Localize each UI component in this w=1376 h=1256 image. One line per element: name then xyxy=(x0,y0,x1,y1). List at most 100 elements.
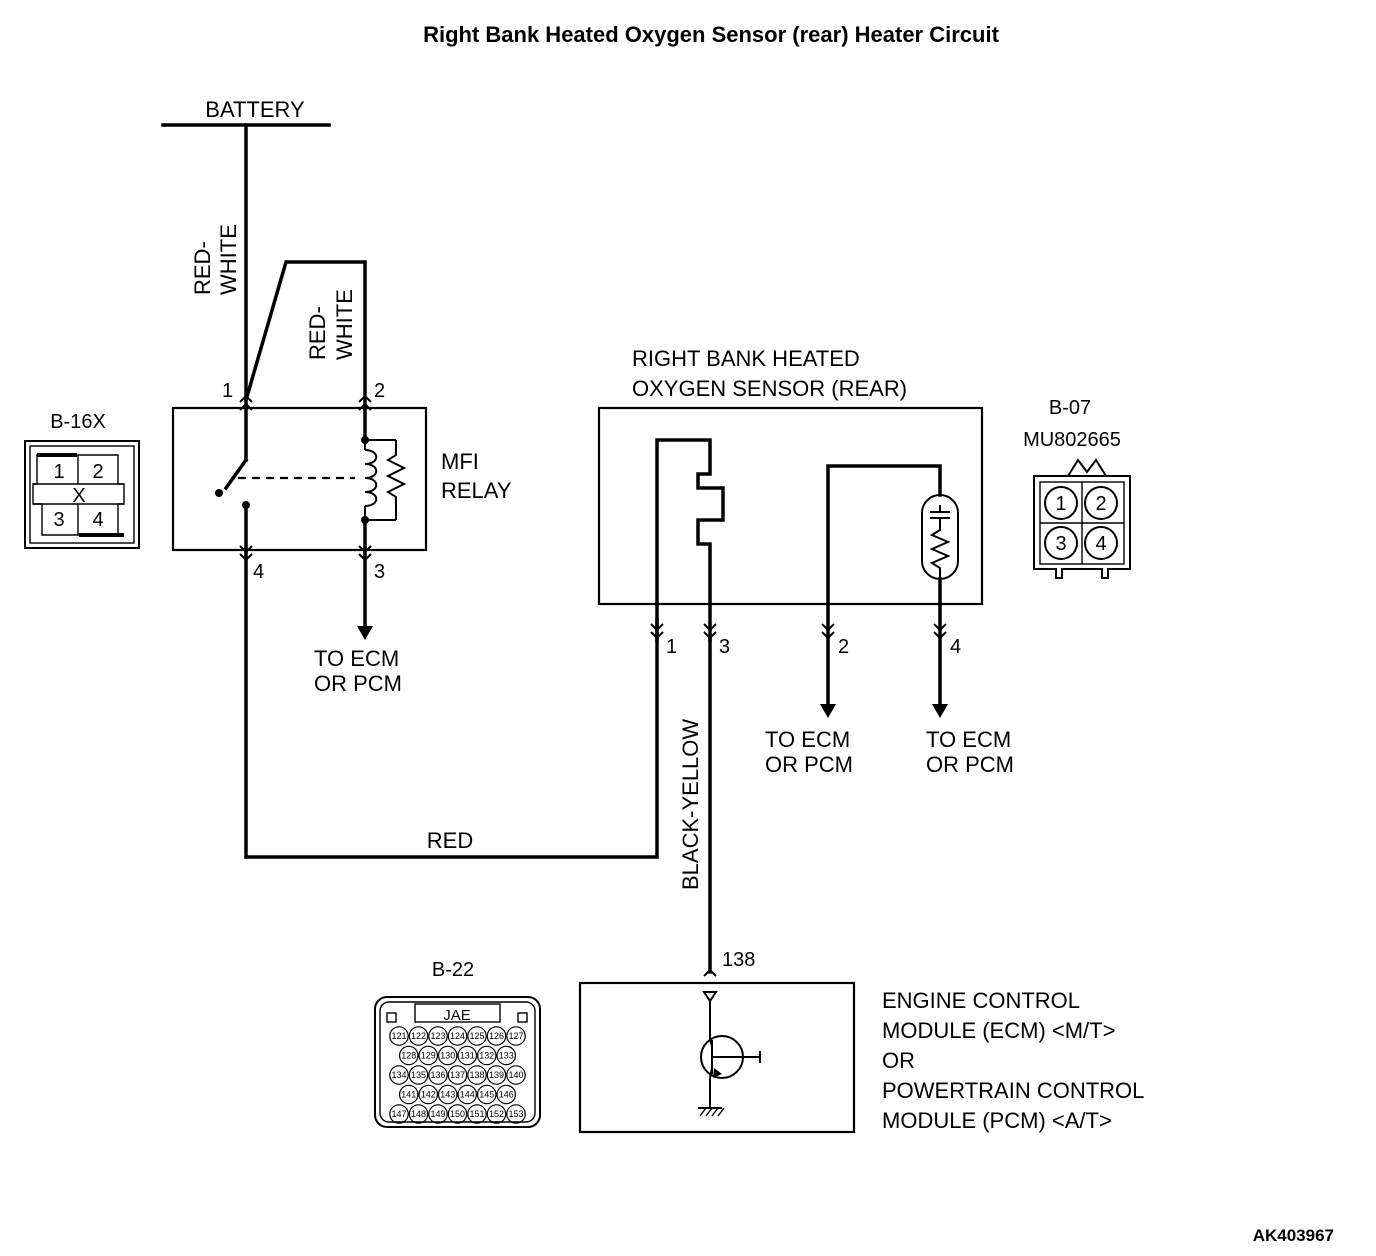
ecm-connector-pin-label: 126 xyxy=(489,1031,504,1041)
ecm-connector-pin-label: 132 xyxy=(479,1051,494,1061)
relay-output-arrow-icon xyxy=(357,626,373,640)
relay-switch-blade xyxy=(223,457,249,491)
sensor-connector-body xyxy=(1033,475,1131,579)
ecm-connector-brand: JAE xyxy=(443,1007,471,1024)
relay-connector-pin-4: 4 xyxy=(92,509,103,531)
ecm-connector-key-icon xyxy=(386,1012,397,1023)
ecm-connector-pin-circle xyxy=(496,1045,517,1066)
ecm-connector-pin-label: 147 xyxy=(391,1109,406,1119)
ecm-connector-pin-label: 131 xyxy=(460,1051,475,1061)
ecm-connector-pin-circle xyxy=(486,1065,507,1085)
relay-connector-pin-2: 2 xyxy=(92,461,103,483)
sensor-name-line1: RIGHT BANK HEATED xyxy=(632,346,860,371)
ecm-connector-pin-circle xyxy=(418,1084,439,1105)
ecm-connector-pin-label: 124 xyxy=(450,1031,465,1041)
sensor-pin-4: 4 xyxy=(950,636,961,658)
sensor-connector-pin-2: 2 xyxy=(1095,493,1106,515)
transistor-emitter xyxy=(709,1067,713,1079)
sensor-connector-pin-circle xyxy=(1084,526,1118,560)
ecm-connector-pin-circle xyxy=(437,1084,458,1105)
ecm-connector-pin-label: 139 xyxy=(489,1070,504,1080)
ecm-connector-pin-circle xyxy=(389,1026,409,1046)
relay-connector-label: B-16X xyxy=(50,411,106,433)
ground-hatch-icon xyxy=(699,1107,725,1117)
ecm-connector-pin-circle xyxy=(447,1026,468,1046)
ecm-connector-pin-circle xyxy=(476,1045,497,1066)
black-yellow-label: BLACK-YELLOW xyxy=(678,719,703,890)
ecm-connector-pin-circle xyxy=(457,1045,478,1066)
ecm-name-line3: OR xyxy=(882,1048,915,1073)
sensor-pin-4-output-arrow-icon xyxy=(932,704,948,718)
relay-pin-1: 1 xyxy=(222,380,233,402)
ecm-input-terminal-icon xyxy=(702,991,718,1003)
ecm-connector-pin-circle xyxy=(486,1026,507,1046)
sensor-pin-1: 1 xyxy=(666,636,677,658)
battery-feed-color-line2: WHITE xyxy=(216,224,241,295)
ecm-connector-brand-box xyxy=(414,1003,501,1023)
relay-pin-1-terminal-icon xyxy=(239,394,253,411)
ecm-connector-pin-circle xyxy=(467,1026,487,1046)
figure-code: AK403967 xyxy=(1253,1226,1334,1245)
sensor-name-line2: OXYGEN SENSOR (REAR) xyxy=(632,376,907,401)
ecm-connector-pin-label: 127 xyxy=(508,1031,523,1041)
ecm-connector-pin-circle xyxy=(398,1045,419,1066)
relay-output-line1: TO ECM xyxy=(314,646,399,671)
sensor-pin-2-output-arrow-icon xyxy=(820,704,836,718)
ecm-connector-outer xyxy=(374,996,541,1128)
relay-pin-2: 2 xyxy=(374,380,385,402)
relay-connector-pin-3: 3 xyxy=(53,509,64,531)
ecm-connector-pin-label: 146 xyxy=(499,1090,514,1100)
ecm-name-line4: POWERTRAIN CONTROL xyxy=(882,1078,1144,1103)
relay-resistor-icon xyxy=(385,440,407,520)
ecm-connector-pin-label: 141 xyxy=(401,1090,416,1100)
ecm-connector-pin-circle xyxy=(408,1104,429,1124)
oxygen-sensor-box xyxy=(597,406,984,606)
relay-pin-2-terminal-icon xyxy=(358,394,372,411)
ecm-connector-pin-label: 122 xyxy=(411,1031,426,1041)
ecm-connector-pin-circle xyxy=(428,1026,448,1046)
diagram-title: Right Bank Heated Oxygen Sensor (rear) H… xyxy=(423,22,999,47)
mfi-relay-box xyxy=(171,406,428,552)
relay-name-line2: RELAY xyxy=(441,478,512,503)
ecm-connector-key-icon xyxy=(517,1012,528,1023)
ecm-connector-pin-circle xyxy=(496,1084,517,1105)
relay-switch-contact-icon xyxy=(215,489,223,497)
ecm-connector-pin-circle xyxy=(398,1084,419,1105)
relay-connector-inner xyxy=(29,445,135,544)
battery-feed-color-line1: RED- xyxy=(190,241,215,295)
ecm-connector-pin-circle xyxy=(506,1065,526,1085)
ecm-connector-pin-label: 153 xyxy=(508,1109,523,1119)
relay-feed-color-line2: WHITE xyxy=(332,289,357,360)
ecm-connector-pin-label: 152 xyxy=(489,1109,504,1119)
relay-pin-3: 3 xyxy=(374,561,385,583)
ecm-connector-pin-label: 150 xyxy=(450,1109,465,1119)
relay-connector-outer xyxy=(24,440,140,549)
ecm-connector-pin-circle xyxy=(389,1065,409,1085)
ecm-connector-pin-circle xyxy=(389,1104,409,1124)
relay-output-line2: OR PCM xyxy=(314,671,402,696)
relay-feed-color-line1: RED- xyxy=(305,306,330,360)
ecm-connector-pin-circle xyxy=(408,1026,429,1046)
sensor-connector-label: B-07 xyxy=(1049,397,1091,419)
ecm-connector-pin-circle xyxy=(467,1104,487,1124)
ecm-connector-pin-circle xyxy=(408,1065,429,1085)
ecm-connector-pin-circle xyxy=(476,1084,497,1105)
ecm-connector-pin-label: 135 xyxy=(411,1070,426,1080)
ecm-connector-pin-circle xyxy=(467,1065,487,1085)
ecm-connector-pin-label: 123 xyxy=(430,1031,445,1041)
relay-coil-icon xyxy=(364,449,378,507)
ecm-connector-pin-label: 125 xyxy=(469,1031,484,1041)
sensor-connector-pin-3: 3 xyxy=(1055,533,1066,555)
ecm-connector-pin-circle xyxy=(428,1104,448,1124)
ecm-connector-pin-circle xyxy=(447,1065,468,1085)
sensor-element-resistor-icon xyxy=(929,518,951,579)
ecm-connector-pin-label: 138 xyxy=(469,1070,484,1080)
ecm-name-line2: MODULE (ECM) <M/T> xyxy=(882,1018,1115,1043)
relay-connector-pin-1: 1 xyxy=(53,461,64,483)
ecm-connector-pin-label: 129 xyxy=(421,1051,436,1061)
ecm-connector-pin-label: 130 xyxy=(440,1051,455,1061)
ecm-connector-pin-circle xyxy=(428,1065,448,1085)
ecm-connector-pin-label: 133 xyxy=(499,1051,514,1061)
ecm-connector-pin-circle xyxy=(447,1104,468,1124)
sensor-connector-pin-circle xyxy=(1044,486,1078,520)
